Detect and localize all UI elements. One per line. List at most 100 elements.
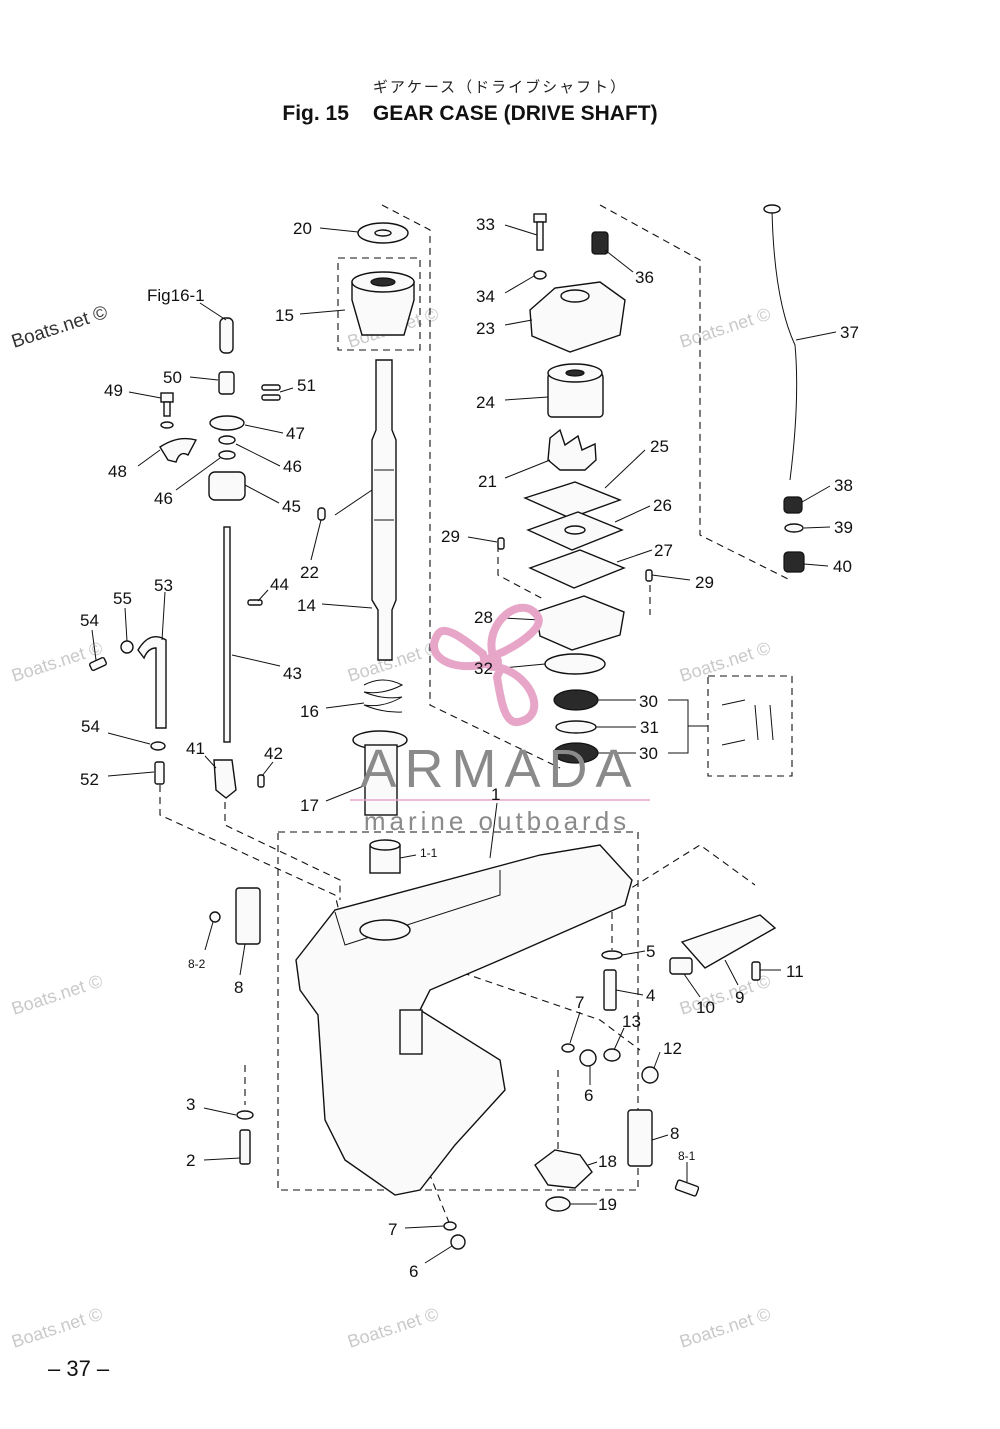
label-8-2: 8-2 xyxy=(188,957,206,971)
label-5: 5 xyxy=(646,942,655,961)
dash-box-15 xyxy=(337,257,421,351)
leader-7b xyxy=(404,1225,445,1229)
watermark-7: Boats.net © xyxy=(9,971,105,1019)
leader-49 xyxy=(128,391,162,399)
part-23-outlet xyxy=(560,289,590,303)
label-1: 1 xyxy=(491,785,500,804)
label-6b: 6 xyxy=(409,1262,418,1281)
label-46b: 46 xyxy=(154,489,173,508)
leader-8b xyxy=(651,1134,669,1141)
part-49-bolt-head xyxy=(160,392,174,403)
watermark-12: Boats.net © xyxy=(677,1304,773,1352)
watermark-3: Boats.net © xyxy=(677,304,773,352)
part-1-deck xyxy=(334,870,501,946)
label-10: 10 xyxy=(696,998,715,1017)
label-7b: 7 xyxy=(388,1220,397,1239)
dash-plate-9 xyxy=(611,844,756,901)
watermark-5: Boats.net © xyxy=(345,638,441,686)
part-41-shift-cam xyxy=(213,759,237,799)
label-20: 20 xyxy=(293,219,312,238)
part-1-water-inlet xyxy=(399,1009,423,1055)
watermark-6: Boats.net © xyxy=(677,638,773,686)
leader-29a xyxy=(467,536,498,543)
part-29-pin-a xyxy=(497,537,505,550)
label-31: 31 xyxy=(640,718,659,737)
dash-box-1 xyxy=(277,831,639,1191)
label-29b: 29 xyxy=(695,573,714,592)
label-38: 38 xyxy=(834,476,853,495)
label-18: 18 xyxy=(598,1152,617,1171)
leader-51 xyxy=(279,387,294,393)
label-27: 27 xyxy=(654,541,673,560)
leader-5 xyxy=(621,950,646,956)
leader-22 xyxy=(310,519,322,561)
leader-55 xyxy=(124,607,128,642)
part-1-1-top xyxy=(369,839,401,851)
part-54-washer xyxy=(150,741,166,751)
label-fig16-1: Fig16-1 xyxy=(147,286,205,305)
parts xyxy=(89,204,805,1250)
leader-50 xyxy=(189,376,219,381)
part-1-bore xyxy=(359,919,411,941)
leader-23 xyxy=(504,319,533,326)
label-54b: 54 xyxy=(81,717,100,736)
part-46-ring-a xyxy=(218,435,236,445)
label-1-1: 1-1 xyxy=(420,846,438,860)
part-1-gear-case xyxy=(295,844,633,1196)
label-44: 44 xyxy=(270,575,289,594)
part-15-bore xyxy=(370,277,396,287)
propeller-blade-1 xyxy=(487,603,543,662)
label-30b: 30 xyxy=(639,744,658,763)
part-51-pin-a xyxy=(261,384,281,391)
label-19: 19 xyxy=(598,1195,617,1214)
label-41: 41 xyxy=(186,739,205,758)
part-7-washer-a xyxy=(561,1043,575,1053)
part-fig16-pin xyxy=(219,317,234,354)
leader-12 xyxy=(653,1051,661,1069)
label-43: 43 xyxy=(283,664,302,683)
part-13-grommet xyxy=(603,1048,621,1062)
leader-13 xyxy=(613,1027,625,1051)
part-16-spring xyxy=(363,679,404,713)
part-17-sleeve xyxy=(364,744,398,816)
leader-29b xyxy=(651,574,691,581)
brand-name: ARMADA xyxy=(360,739,639,799)
leader-27 xyxy=(616,549,653,563)
leader-16 xyxy=(325,702,365,709)
propeller-icon xyxy=(430,603,543,726)
label-37: 37 xyxy=(840,323,859,342)
part-53-hose xyxy=(137,636,167,729)
label-6a: 6 xyxy=(584,1086,593,1105)
leader-44 xyxy=(257,589,269,602)
part-4-bolt xyxy=(603,969,617,1011)
label-47: 47 xyxy=(286,424,305,443)
leader-38 xyxy=(801,485,831,503)
part-8-anode-top xyxy=(235,887,261,945)
leader-47 xyxy=(244,424,284,434)
label-23: 23 xyxy=(476,319,495,338)
part-8-2-bolt xyxy=(209,911,221,923)
propeller-blade-3 xyxy=(430,626,490,671)
label-48: 48 xyxy=(108,462,127,481)
part-32-seal xyxy=(544,653,606,675)
leader-17 xyxy=(325,784,367,802)
part-27-gasket xyxy=(528,549,626,589)
label-34: 34 xyxy=(476,287,495,306)
leader-20 xyxy=(319,227,359,233)
part-45-grommet xyxy=(208,471,246,501)
label-29a: 29 xyxy=(441,527,460,546)
leader-41 xyxy=(204,755,217,769)
part-44-pin xyxy=(247,599,263,606)
part-3-washer xyxy=(236,1110,254,1120)
dash-pump-group xyxy=(599,204,791,581)
label-26: 26 xyxy=(653,496,672,515)
label-8b: 8 xyxy=(670,1124,679,1143)
part-31-spacer xyxy=(555,720,597,734)
label-40: 40 xyxy=(833,557,852,576)
leader-15 xyxy=(299,309,346,315)
leader-54a xyxy=(91,629,97,661)
label-45: 45 xyxy=(282,497,301,516)
leader-18 xyxy=(587,1161,598,1166)
